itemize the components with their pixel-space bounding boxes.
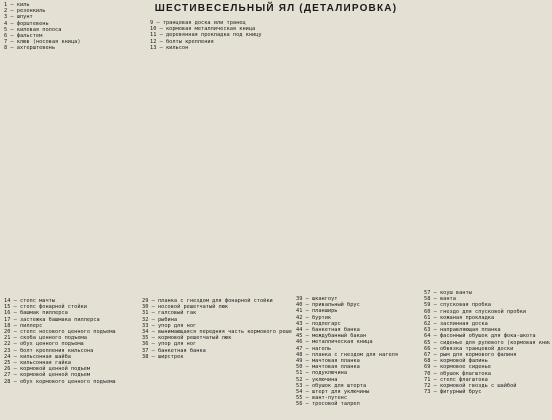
legend-item: 68 — кормовой фалинь: [424, 358, 488, 365]
legend-item: 33 — упор для ног: [142, 322, 197, 329]
legend-item: 45 — междубанный бакан: [296, 333, 367, 340]
legend-item: 14 — степс мачты: [4, 298, 56, 304]
legend-item: 61 — кожаная прокладка: [424, 314, 495, 321]
legend-item: 28 — обух кормового ценного подъема: [4, 378, 116, 385]
legend-item: 25 — кильсонная гайка: [4, 360, 71, 367]
legend-item: 72 — кормовой гвоздь с шайбой: [424, 383, 517, 390]
legend-item: 54 — штерт для уключины: [296, 389, 370, 396]
legend-item: 12 — болты крепления: [150, 38, 214, 45]
legend-item: 21 — скоба ценного подъема: [4, 335, 87, 342]
legend-item: 65 — сиденье для рулевого (кормовая книц…: [424, 339, 550, 346]
legend-item: 55 — вант-путенс: [296, 395, 348, 402]
legend-item: 57 — коуш ванты: [424, 290, 472, 296]
legend-item: 1 — киль: [4, 2, 30, 8]
legend-item: 17 — застежка башмака пиллерса: [4, 316, 100, 323]
legend-item: 5 — килевая полоса: [4, 26, 62, 33]
legend-item: 16 — башмак пиллерса: [4, 310, 68, 317]
legend-item: 49 — мачтовая планка: [296, 358, 360, 365]
legend-item: 37 — банкетная банка: [142, 347, 206, 354]
legend-item: 35 — кормовой решетчатый люк: [142, 335, 232, 342]
legend-col-2: 29 — планка с гнездом для фонарной стойк…: [142, 298, 292, 418]
legend-item: 32 — рыбина: [142, 316, 178, 323]
legend-item: 63 — направляющая планка: [424, 327, 501, 334]
legend-item: 51 — подуключина: [296, 370, 348, 377]
legend-item: 70 — обушок флагштока: [424, 370, 491, 377]
legend-item: 18 — пиллерс: [4, 322, 43, 329]
legend-item: 13 — кильсон: [150, 44, 189, 51]
legend-item: 41 — планширь: [296, 308, 338, 315]
legend-item: 9 — транцевая доска или транец: [150, 20, 246, 26]
legend-item: 38 — ширстрек: [142, 353, 184, 360]
legend-item: 24 — кильсонная шайба: [4, 353, 71, 360]
legend-item: 58 — ванта: [424, 296, 456, 303]
legend-item: 62 — заспинная доска: [424, 321, 488, 328]
legend-item: 44 — банкетная банка: [296, 327, 360, 334]
legend-item: 42 — буртик: [296, 314, 332, 321]
legend-item: 15 — степс фонарной стойки: [4, 304, 87, 311]
legend-item: 50 — мачтовая планка: [296, 364, 360, 371]
legend-item: 59 — спусковая пробка: [424, 302, 491, 309]
legend-item: 7 — клюв (носовая кница): [4, 39, 81, 46]
legend-item: 10 — кормовая металлическая кница: [150, 26, 256, 33]
legend-item: 8 — ахтерштевень: [4, 45, 56, 52]
legend-item: 67 — рым для кормового фалиня: [424, 352, 517, 359]
legend-item: 30 — носовой решетчатый люк: [142, 304, 229, 311]
legend-item: 3 — шпунт: [4, 14, 33, 21]
legend-item: 23 — болт крепления кильсона: [4, 347, 94, 354]
legend-item: 26 — кормовой ценной подъем: [4, 366, 91, 373]
legend-item: 39 — шкангоут: [296, 296, 338, 302]
legend-item: 34 — вынимающаяся передняя часть кормово…: [142, 329, 292, 336]
legend-item: 20 — степс носового ценного подъема: [4, 329, 116, 336]
legend-item: 52 — уключина: [296, 376, 338, 383]
legend-item: 64 — фасонный обушок для фока-шкота: [424, 333, 536, 340]
legend-item: 4 — форштевень: [4, 20, 49, 27]
legend-item: 2 — резенкиль: [4, 8, 46, 15]
legend-item: 73 — фигурный брус: [424, 389, 482, 396]
legend-item: 46 — металлическая кница: [296, 339, 373, 346]
legend-item: 60 — гнездо для спусковой пробки: [424, 308, 527, 315]
page-title: ШЕСТИВЕСЕЛЬНЫЙ ЯЛ (ДЕТАЛИРОВКА): [154, 3, 398, 14]
legend-item: 56 — тросовой талреп: [296, 401, 360, 408]
legend-item: 48 — планка с гнездом для нагеля: [296, 351, 399, 358]
legend-item: 22 — обух ценного подъема: [4, 341, 84, 348]
legend-item: 27 — кормовой ценной подъем: [4, 372, 91, 379]
legend-item: 11 — деревянная прокладка под кницу: [150, 32, 262, 39]
legend-item: 36 — упор для ног: [142, 341, 197, 348]
legend-item: 47 — нагель: [296, 345, 332, 352]
legend-item: 29 — планка с гнездом для фонарной стойк…: [142, 298, 273, 304]
legend-item: 66 — обвязка транцевой доски: [424, 345, 514, 352]
legend-item: 71 — степс флагштока: [424, 376, 488, 383]
legend-item: 43 — подлегарс: [296, 320, 341, 327]
legend-item: 40 — привальный брус: [296, 302, 360, 309]
legend-item: 53 — обушок для штерта: [296, 382, 367, 389]
legend-item: 31 — галсовый гак: [142, 310, 197, 317]
legend-item: 69 — кормовое сиденье: [424, 364, 491, 371]
legend-item: 6 — фальстем: [4, 33, 43, 40]
